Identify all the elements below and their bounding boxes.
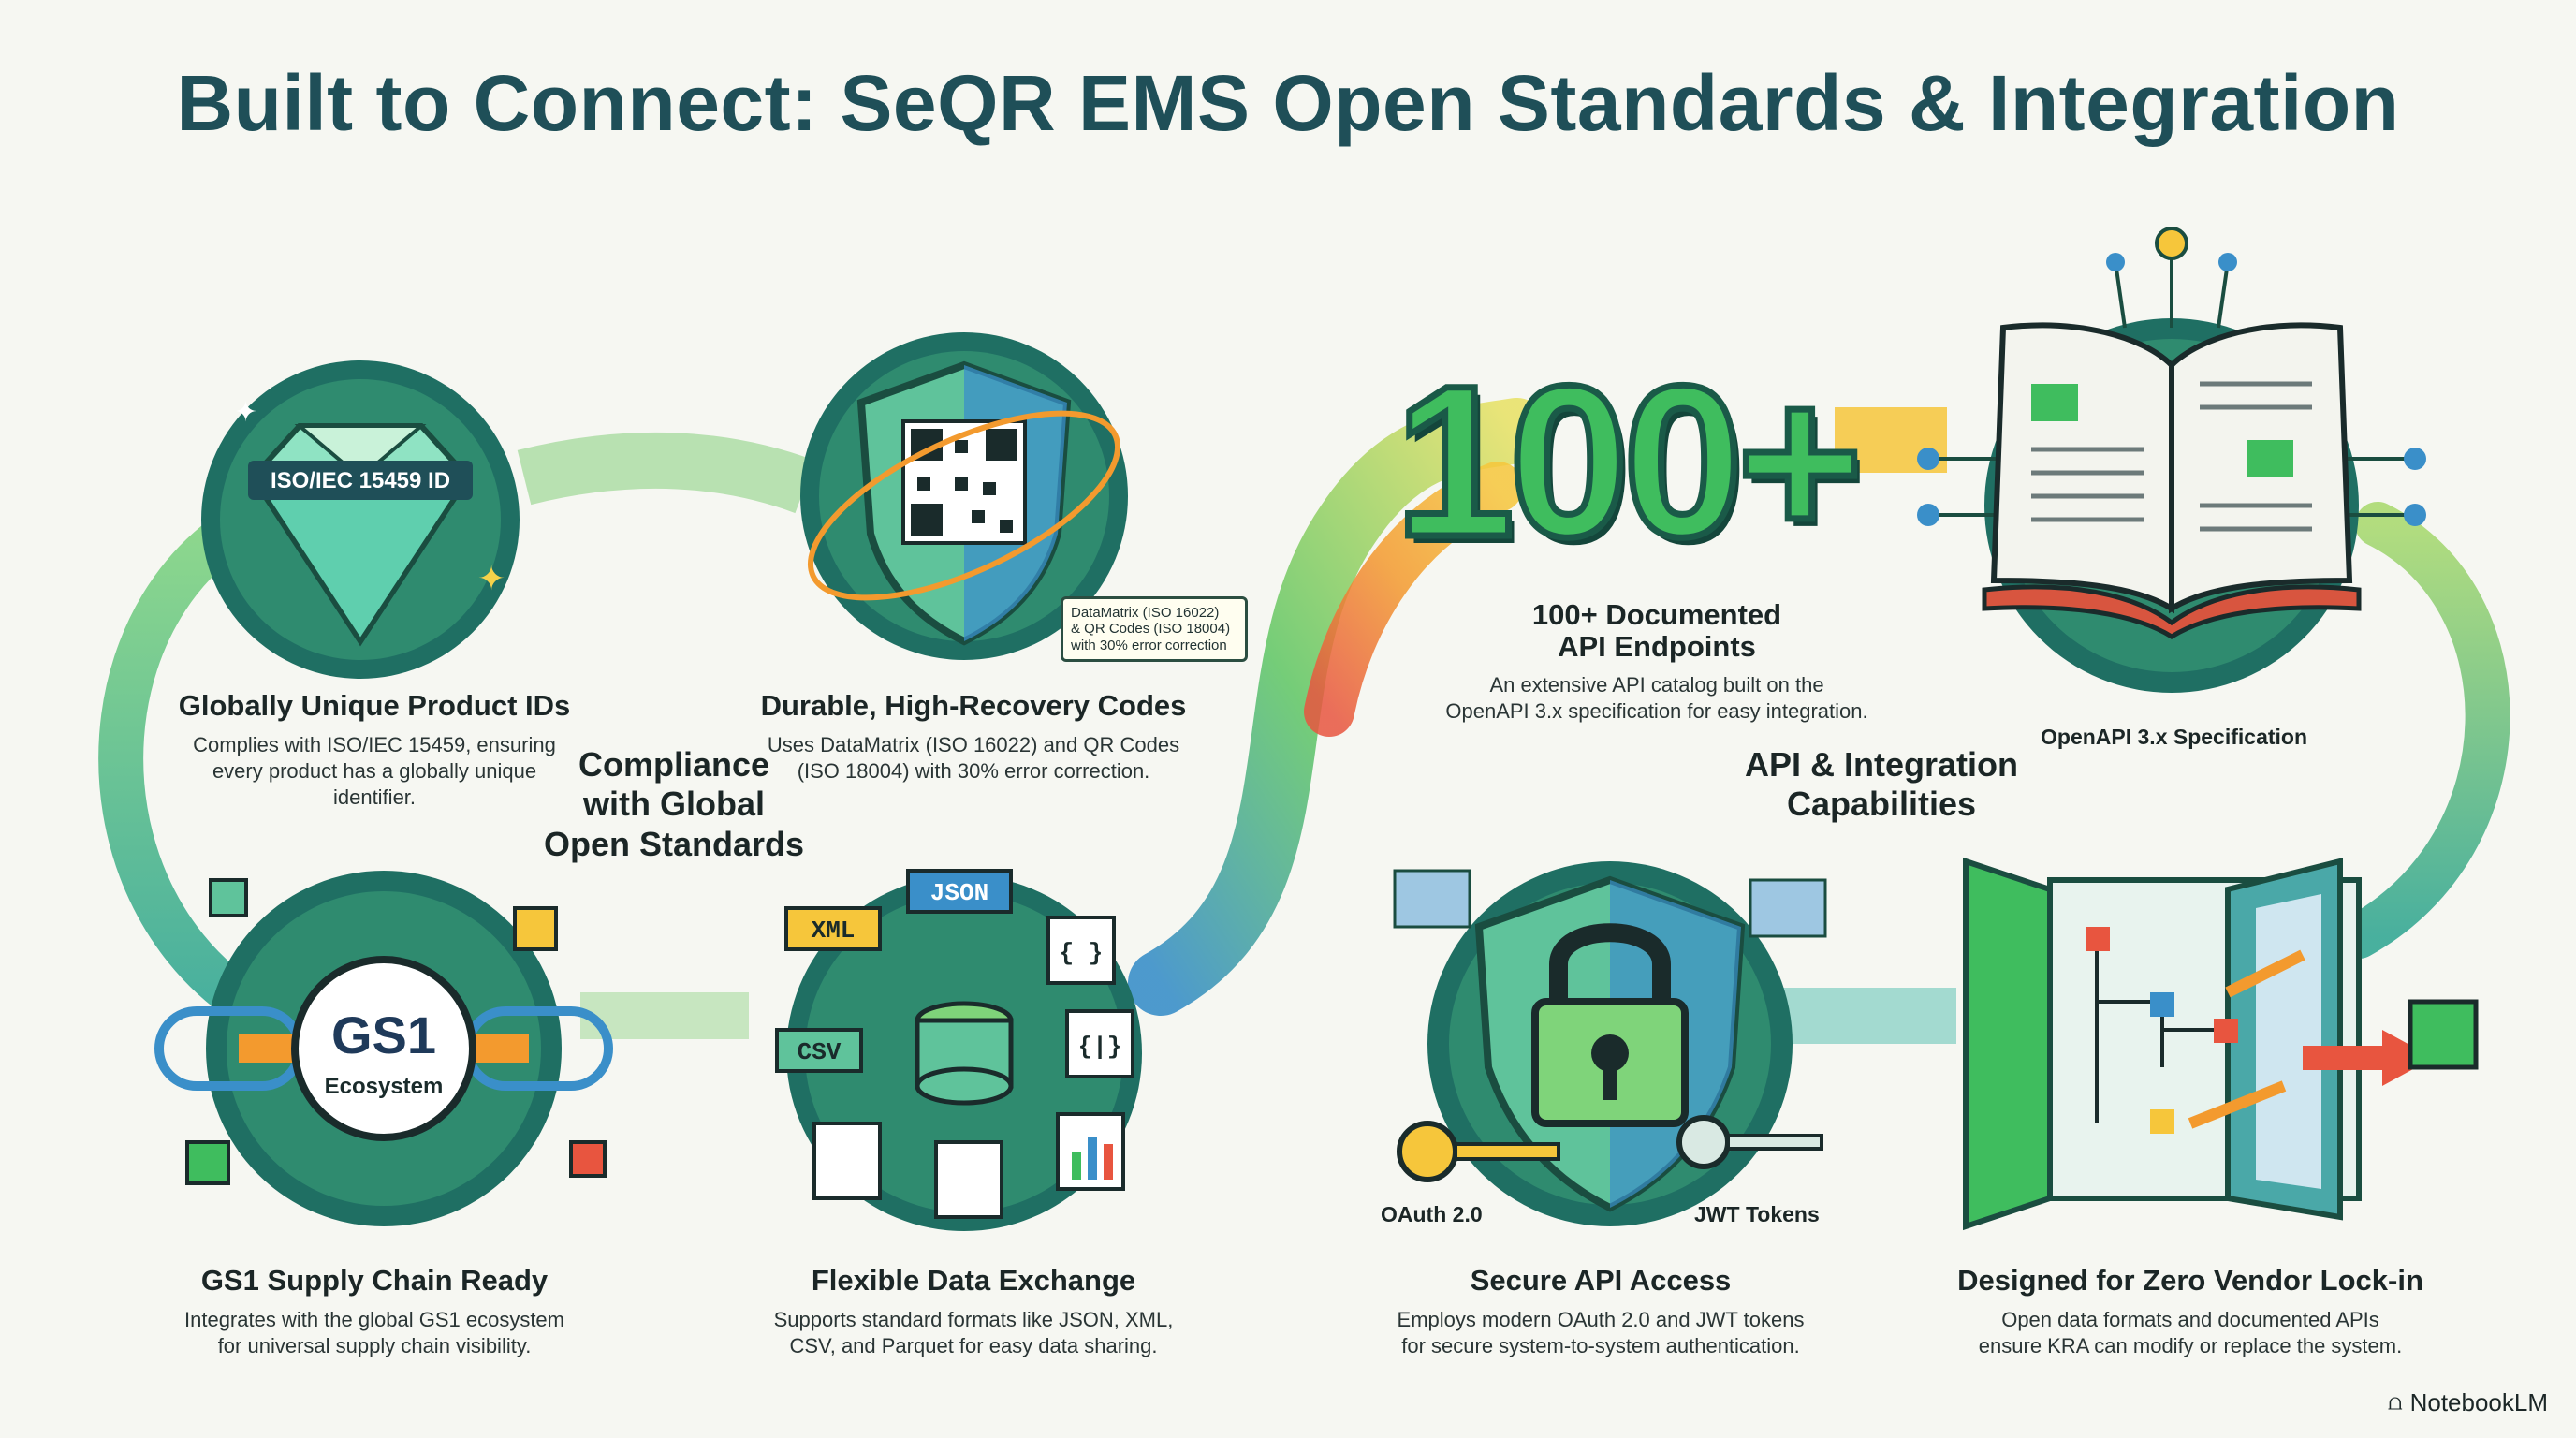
package-icon — [185, 1140, 230, 1185]
document-icon — [934, 1140, 1003, 1219]
lockin-description: Open data formats and documented APIs en… — [1978, 1308, 2403, 1358]
codes-heading: Durable, High-Recovery Codes — [760, 689, 1187, 722]
lockin-caption: Designed for Zero Vendor Lock-in Open da… — [1928, 1264, 2452, 1359]
endpoints-caption: 100+ Documented API Endpoints An extensi… — [1404, 598, 1910, 726]
data-exchange-heading: Flexible Data Exchange — [811, 1264, 1136, 1297]
gs1-heading: GS1 Supply Chain Ready — [200, 1264, 549, 1297]
gs1-logo-icon: GS1 — [331, 1005, 436, 1064]
gs1-illustration: GS1 Ecosystem — [150, 861, 618, 1236]
notebooklm-logo-icon: ⩍ — [2387, 1389, 2403, 1416]
endpoints-description: An extensive API catalog built on the Op… — [1445, 673, 1868, 724]
gs1-logo-sub: Ecosystem — [325, 1074, 444, 1099]
secure-api-illustration — [1385, 843, 1835, 1236]
database-icon — [915, 1001, 1014, 1106]
package-icon — [569, 1140, 607, 1178]
unique-ids-caption: Globally Unique Product IDs Complies wit… — [140, 689, 608, 811]
openapi-label: OpenAPI 3.x Specification — [2041, 725, 2308, 749]
document-icon — [812, 1122, 882, 1200]
key-icon — [1397, 1121, 1560, 1182]
padlock-icon — [1531, 923, 1689, 1127]
codes-tag: DataMatrix (ISO 16022) & QR Codes (ISO 1… — [1061, 596, 1248, 662]
brand-watermark: ⩍ NotebookLM — [2388, 1388, 2548, 1417]
secure-api-caption: Secure API Access Employs modern OAuth 2… — [1348, 1264, 1853, 1359]
json-file-icon: JSON — [930, 879, 988, 907]
open-book-icon — [1982, 322, 2362, 639]
compliance-section-label: Compliance with Global Open Standards — [543, 745, 805, 863]
page-title: Built to Connect: SeQR EMS Open Standard… — [176, 59, 2400, 147]
gs1-description: Integrates with the global GS1 ecosystem… — [184, 1308, 564, 1358]
diamond-badge: ISO/IEC 15459 ID — [271, 468, 450, 493]
data-exchange-caption: Flexible Data Exchange Supports standard… — [730, 1264, 1217, 1359]
csv-file-icon: CSV — [798, 1038, 842, 1066]
unique-ids-illustration: ISO/IEC 15459 ID ✦ ✦ — [197, 356, 524, 683]
unique-ids-description: Complies with ISO/IEC 15459, ensuring ev… — [193, 733, 556, 810]
qr-code-icon — [901, 419, 1027, 545]
lockin-illustration — [1947, 843, 2490, 1236]
brand-label: NotebookLM — [2409, 1388, 2548, 1416]
codes-illustration — [796, 328, 1133, 665]
external-system-icon — [2408, 999, 2479, 1070]
jwt-label: JWT Tokens — [1694, 1202, 1820, 1226]
gs1-caption: GS1 Supply Chain Ready Integrates with t… — [140, 1264, 608, 1359]
secure-api-heading: Secure API Access — [1470, 1264, 1732, 1297]
parquet-file-icon: {|} — [1078, 1033, 1122, 1061]
openapi-illustration — [1910, 225, 2434, 712]
sparkle-icon: ✦ — [477, 559, 505, 597]
codes-description: Uses DataMatrix (ISO 16022) and QR Codes… — [767, 733, 1180, 784]
sparkle-icon: ✦ — [234, 397, 257, 428]
key-icon — [1676, 1115, 1823, 1169]
braces-file-icon: { } — [1060, 939, 1104, 967]
package-icon — [513, 906, 558, 951]
endpoints-heading: 100+ Documented API Endpoints — [1531, 598, 1782, 664]
endpoints-number: 100+ — [1391, 338, 1866, 585]
package-icon — [209, 878, 248, 917]
oauth-label: OAuth 2.0 — [1381, 1202, 1483, 1226]
unique-ids-heading: Globally Unique Product IDs — [178, 689, 571, 722]
lockin-heading: Designed for Zero Vendor Lock-in — [1957, 1264, 2423, 1297]
api-section-label: API & Integration Capabilities — [1744, 745, 2018, 824]
secure-api-description: Employs modern OAuth 2.0 and JWT tokens … — [1397, 1308, 1805, 1358]
data-exchange-illustration: XML JSON CSV { } {|} — [758, 843, 1170, 1236]
xml-file-icon: XML — [812, 917, 856, 945]
data-exchange-description: Supports standard formats like JSON, XML… — [773, 1308, 1174, 1358]
codes-caption: Durable, High-Recovery Codes Uses DataMa… — [730, 689, 1217, 785]
